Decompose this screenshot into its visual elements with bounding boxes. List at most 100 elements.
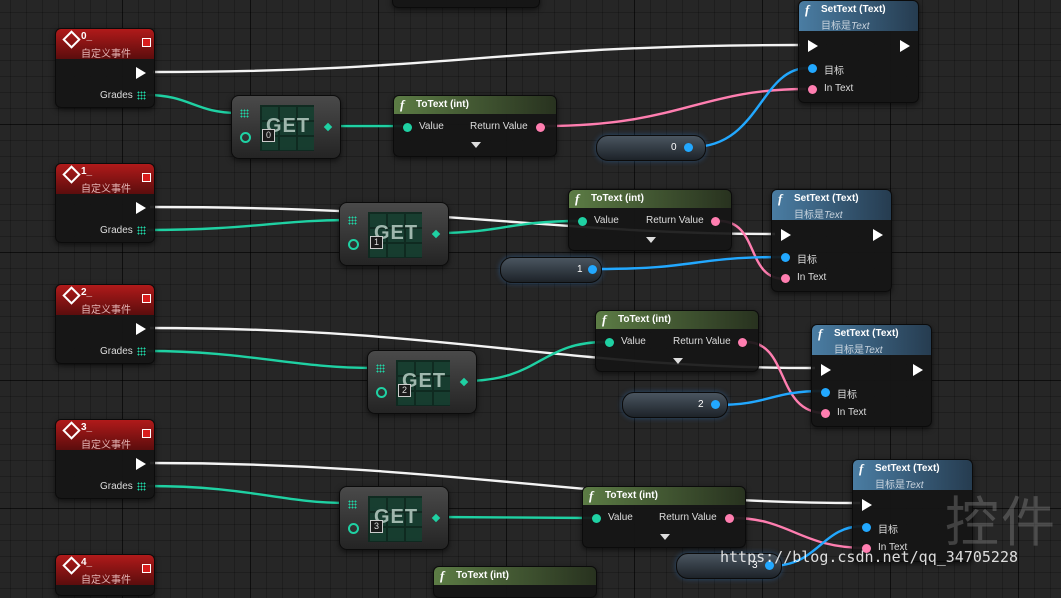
custom-event-node[interactable]: 2_ 自定义事件 Grades (55, 284, 155, 364)
totext-node[interactable]: f ToText (int) Value Return Value (595, 310, 759, 372)
index-pin[interactable] (240, 132, 251, 143)
exec-out-pin[interactable] (136, 458, 146, 470)
exec-out-icon[interactable] (913, 364, 923, 376)
settext-node[interactable]: f SetText (Text) 目标是Text 目标 In Text (798, 0, 919, 103)
index-field[interactable]: 3 (370, 520, 383, 533)
diamond-event-icon (62, 30, 81, 49)
exec-in-pin[interactable] (808, 40, 818, 52)
return-pin[interactable] (738, 338, 747, 347)
chevron-down-icon[interactable] (646, 237, 656, 243)
exec-out-pin[interactable] (136, 67, 146, 79)
output-pin[interactable] (431, 513, 441, 523)
target-pin[interactable] (808, 64, 817, 73)
exec-wire (152, 43, 801, 74)
function-title: SetText (Text) (875, 463, 940, 474)
custom-event-node[interactable]: 4_ 自定义事件 (55, 554, 155, 596)
object-out-pin[interactable] (684, 143, 693, 152)
event-delegate-pin[interactable] (142, 38, 151, 47)
array-grid-icon[interactable] (376, 364, 385, 373)
in-text-pin[interactable] (862, 544, 871, 553)
literal-value: 2 (698, 399, 704, 410)
custom-event-node[interactable]: 0_ 自定义事件 Grades (55, 28, 155, 108)
totext-node[interactable]: f ToText (int) Value Return Value (393, 95, 557, 157)
settext-node[interactable]: f SetText (Text) 目标是Text 目标 In Text (771, 189, 892, 292)
exec-out-pin[interactable] (136, 323, 146, 335)
output-pin[interactable] (459, 377, 469, 387)
function-title: SetText (Text) (834, 328, 899, 339)
int-wire (436, 219, 579, 235)
function-f-icon: f (859, 461, 864, 476)
exec-out-icon[interactable] (873, 229, 883, 241)
value-pin[interactable] (605, 338, 614, 347)
function-header: f SetText (Text) 目标是Text (772, 190, 891, 221)
target-pin[interactable] (862, 523, 871, 532)
array-get-node[interactable]: GET 0 (231, 95, 341, 159)
array-grid-icon[interactable] (348, 500, 357, 509)
exec-in-pin[interactable] (862, 499, 872, 511)
exec-out-pin[interactable] (136, 202, 146, 214)
settext-node[interactable]: f SetText (Text) 目标是Text 目标 In Text (852, 459, 973, 562)
return-pin[interactable] (536, 123, 545, 132)
output-pin[interactable] (431, 229, 441, 239)
totext-node[interactable]: f ToText (int) Value Return Value (568, 189, 732, 251)
event-subtitle: 自定义事件 (81, 575, 131, 586)
custom-event-node[interactable]: 3_ 自定义事件 Grades (55, 419, 155, 499)
exec-out-icon[interactable] (900, 40, 910, 52)
literal-widget[interactable]: 2 (622, 392, 728, 418)
exec-wire (149, 461, 861, 505)
event-subtitle: 自定义事件 (81, 305, 131, 316)
array-grid-icon[interactable] (137, 226, 146, 235)
array-get-node[interactable]: GET 2 (367, 350, 477, 414)
index-field[interactable]: 2 (398, 384, 411, 397)
event-delegate-pin[interactable] (142, 294, 151, 303)
value-pin[interactable] (403, 123, 412, 132)
array-get-node[interactable]: GET 3 (339, 486, 449, 550)
literal-widget[interactable]: 3 (676, 553, 782, 579)
array-grid-icon[interactable] (137, 482, 146, 491)
object-out-pin[interactable] (765, 561, 774, 570)
chevron-down-icon[interactable] (673, 358, 683, 364)
literal-widget[interactable]: 1 (500, 257, 602, 283)
exec-in-pin[interactable] (781, 229, 791, 241)
event-header: 4_ 自定义事件 (56, 555, 154, 586)
value-pin[interactable] (592, 514, 601, 523)
target-pin[interactable] (821, 388, 830, 397)
event-title: 2_ (81, 287, 93, 298)
object-out-pin[interactable] (588, 265, 597, 274)
event-delegate-pin[interactable] (142, 173, 151, 182)
in-text-pin[interactable] (781, 274, 790, 283)
chevron-down-icon[interactable] (660, 534, 670, 540)
array-grid-icon[interactable] (348, 216, 357, 225)
index-field[interactable]: 0 (262, 129, 275, 142)
array-grid-icon[interactable] (137, 91, 146, 100)
index-pin[interactable] (348, 523, 359, 534)
event-delegate-pin[interactable] (142, 564, 151, 573)
function-f-icon: f (602, 312, 607, 327)
return-pin[interactable] (725, 514, 734, 523)
object-out-pin[interactable] (711, 400, 720, 409)
index-pin[interactable] (376, 387, 387, 398)
target-pin[interactable] (781, 253, 790, 262)
int-wire (464, 340, 606, 383)
value-pin[interactable] (578, 217, 587, 226)
array-get-node[interactable]: GET 1 (339, 202, 449, 266)
array-grid-icon[interactable] (137, 347, 146, 356)
in-text-pin[interactable] (808, 85, 817, 94)
chevron-down-icon[interactable] (471, 142, 481, 148)
totext-node[interactable]: f ToText (int) (433, 566, 597, 598)
output-pin[interactable] (323, 122, 333, 132)
exec-in-pin[interactable] (821, 364, 831, 376)
index-pin[interactable] (348, 239, 359, 250)
totext-node[interactable]: f ToText (int) Value Return Value (582, 486, 746, 548)
index-field[interactable]: 1 (370, 236, 383, 249)
array-grid-icon[interactable] (240, 109, 249, 118)
literal-widget[interactable]: 0 (596, 135, 706, 161)
function-subtitle: 目标是Text (821, 21, 870, 32)
event-delegate-pin[interactable] (142, 429, 151, 438)
settext-node[interactable]: f SetText (Text) 目标是Text 目标 In Text (811, 324, 932, 427)
event-subtitle: 自定义事件 (81, 49, 131, 60)
value-label: Value (621, 336, 646, 347)
return-pin[interactable] (711, 217, 720, 226)
custom-event-node[interactable]: 1_ 自定义事件 Grades (55, 163, 155, 243)
in-text-pin[interactable] (821, 409, 830, 418)
